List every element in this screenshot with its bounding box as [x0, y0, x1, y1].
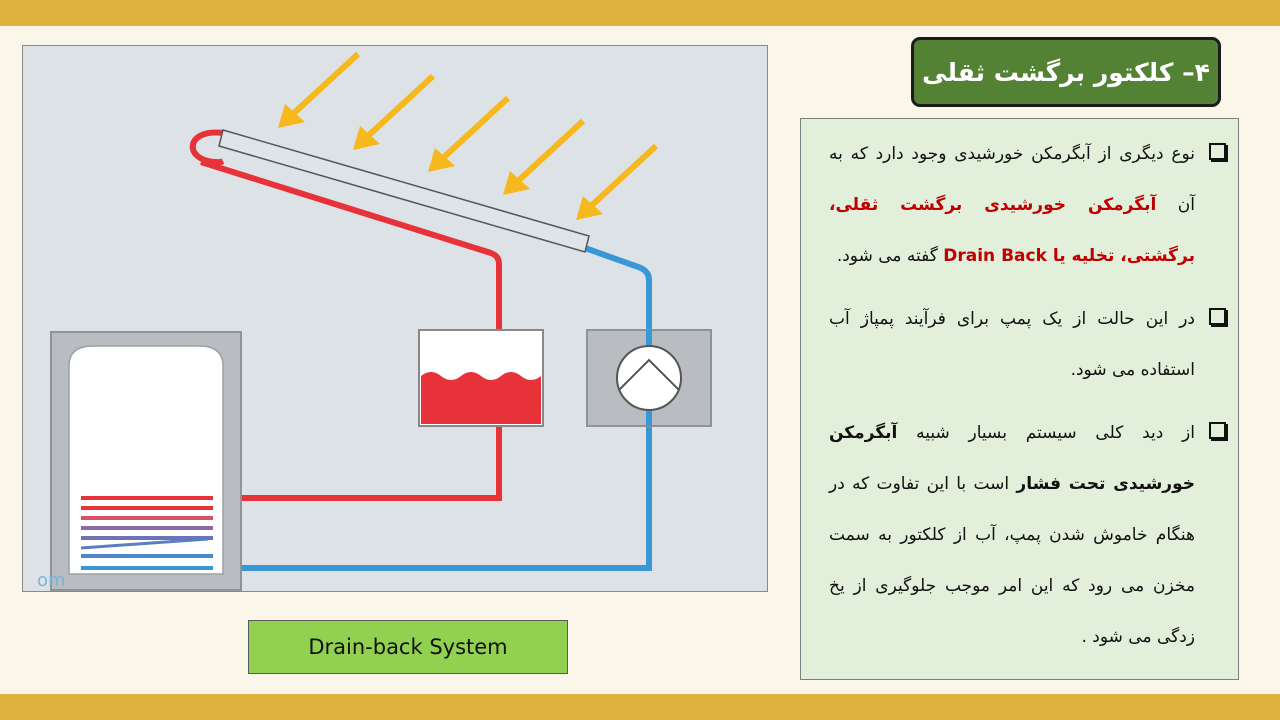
- watermark-text: om: [37, 570, 66, 591]
- bold-term: آبگرمکن خورشیدی تحت فشار: [829, 423, 1195, 494]
- bottom-accent-band: [0, 694, 1280, 720]
- bullet-item: در این حالت از یک پمپ برای فرآیند پمپاژ …: [829, 294, 1226, 396]
- drain-back-diagram: om: [22, 45, 768, 592]
- checkbox-bullet-icon: [1209, 143, 1226, 160]
- bullet-text: در این حالت از یک پمپ برای فرآیند پمپاژ …: [829, 294, 1195, 396]
- bullet-text-segment: در این حالت از یک پمپ برای فرآیند پمپاژ …: [829, 309, 1195, 380]
- sun-ray-arrow-icon: [503, 118, 586, 195]
- solar-collector: [218, 129, 590, 253]
- top-accent-band: [0, 0, 1280, 26]
- sun-ray-arrows: [278, 51, 659, 220]
- bullet-text-segment: گفته می شود.: [836, 246, 944, 266]
- checkbox-bullet-icon: [1209, 422, 1226, 439]
- sun-ray-arrow-icon: [576, 143, 659, 220]
- drain-back-reservoir: [418, 329, 544, 427]
- bullet-text-segment: نوع دیگری از آبگرمکن خورشیدی وجود دارد ک…: [829, 144, 1195, 215]
- bullet-text-segment: است با این تفاوت که در هنگام خاموش شدن پ…: [829, 474, 1195, 647]
- bullet-text: نوع دیگری از آبگرمکن خورشیدی وجود دارد ک…: [829, 129, 1195, 282]
- description-panel: نوع دیگری از آبگرمکن خورشیدی وجود دارد ک…: [800, 118, 1239, 680]
- sun-ray-arrow-icon: [428, 95, 511, 172]
- bullet-text-segment: از دید کلی سیستم بسیار شبیه: [897, 423, 1195, 443]
- pump-unit: [586, 329, 712, 427]
- bullet-item: از دید کلی سیستم بسیار شبیه آبگرمکن خورش…: [829, 408, 1226, 663]
- pump-icon: [616, 345, 682, 411]
- bullet-item: نوع دیگری از آبگرمکن خورشیدی وجود دارد ک…: [829, 129, 1226, 282]
- hot-pipe: [189, 129, 502, 331]
- cold-pipe: [81, 245, 652, 571]
- sun-ray-arrow-icon: [278, 51, 361, 128]
- highlighted-term: آبگرمکن خورشیدی برگشت ثقلی، برگشتی، تخلی…: [829, 195, 1195, 266]
- storage-tank: [50, 331, 242, 591]
- sun-ray-arrow-icon: [353, 73, 436, 150]
- bullet-text: از دید کلی سیستم بسیار شبیه آبگرمکن خورش…: [829, 408, 1195, 663]
- slide-title: ۴– کلکتور برگشت ثقلی: [911, 37, 1221, 107]
- checkbox-bullet-icon: [1209, 308, 1226, 325]
- diagram-caption: Drain-back System: [248, 620, 568, 674]
